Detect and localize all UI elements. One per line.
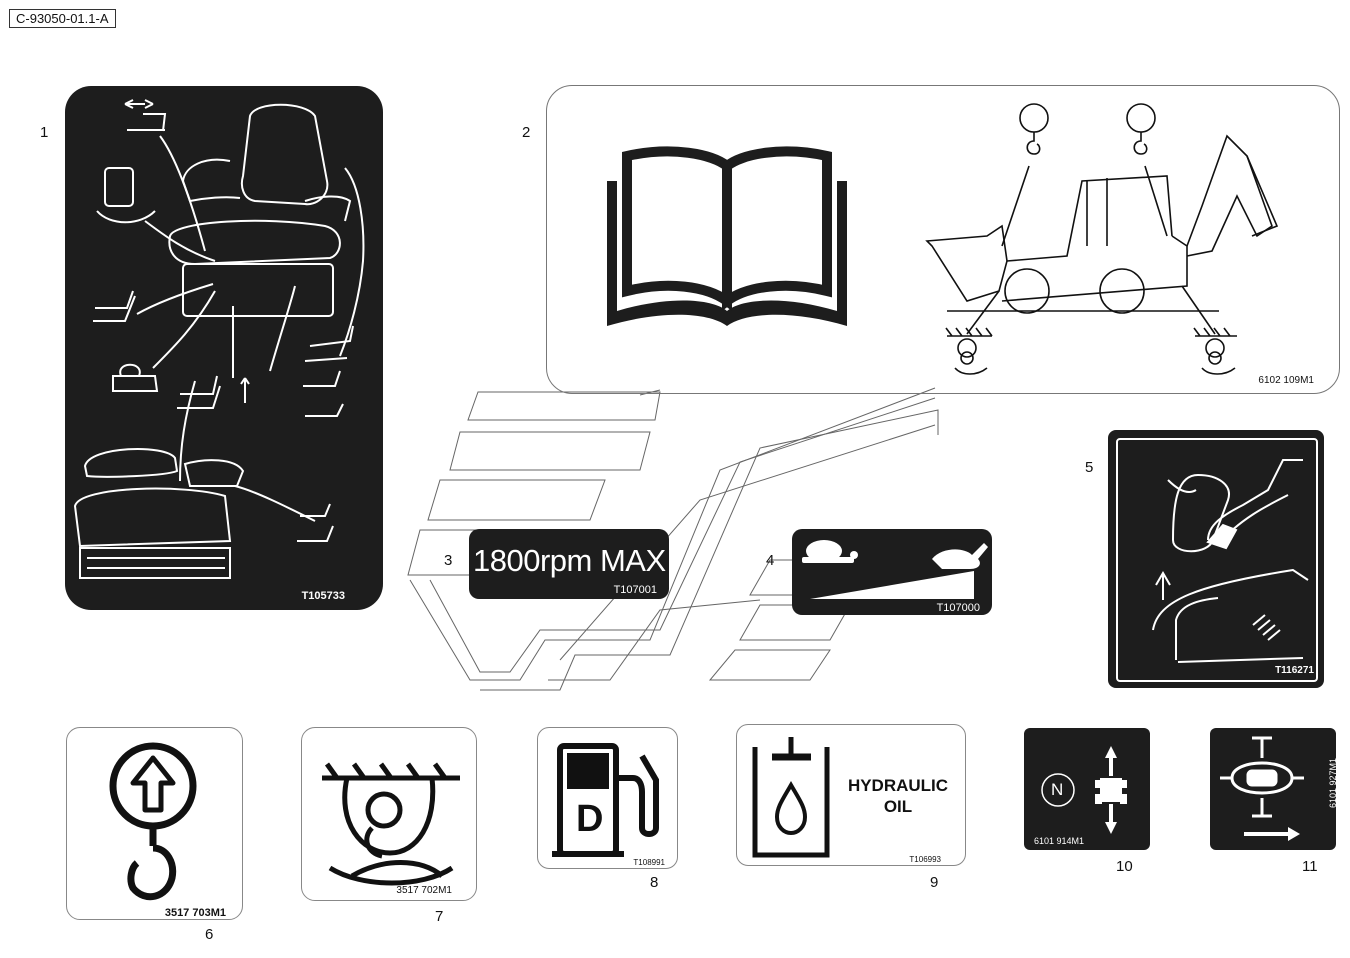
seat-icon <box>73 99 365 579</box>
turtle-icon <box>806 540 842 562</box>
hydraulic-decal-code: T106993 <box>909 855 941 864</box>
callout-4: 4 <box>766 552 775 569</box>
throttle-icons <box>802 540 988 599</box>
manual-decal-code: 6102 109M1 <box>1258 375 1314 386</box>
rabbit-icon <box>932 543 988 569</box>
arrow-right-icon <box>1244 827 1300 841</box>
hydraulic-line1: HYDRAULIC <box>847 776 949 795</box>
hydraulic-line2: OIL <box>883 797 913 816</box>
callout-5: 5 <box>1085 459 1094 476</box>
hood-latch-decal: T116271 <box>1108 430 1324 688</box>
lift-hook-icon <box>109 742 197 901</box>
callout-7: 7 <box>435 908 444 925</box>
seat-decal-code: T105733 <box>301 590 345 602</box>
hydraulic-tank-icon <box>752 737 830 858</box>
neutral-icons <box>1041 746 1127 834</box>
tractor-direction-icon <box>1095 746 1127 834</box>
backhoe-loader-icon <box>925 103 1279 375</box>
rpm-max-text: 1800rpm MAX <box>473 543 666 578</box>
neutral-circle-icon <box>1041 773 1075 807</box>
fuel-letter: D <box>576 798 604 840</box>
hood-icon <box>1152 459 1309 663</box>
hood-decal-code: T116271 <box>1275 665 1314 676</box>
callout-1: 1 <box>40 124 49 141</box>
diff-lock-icons <box>1220 736 1304 841</box>
book-icon <box>607 103 1279 375</box>
neutral-decal-code: 6101 914M1 <box>1034 836 1085 846</box>
neutral-decal: N 6101 914M1 <box>1024 728 1150 850</box>
callout-2: 2 <box>522 124 531 141</box>
throttle-decal: T107000 <box>792 529 992 615</box>
diesel-fuel-decal: D T108991 <box>537 727 678 869</box>
callout-6: 6 <box>205 926 214 943</box>
rpm-max-decal: 1800rpm MAX T107001 <box>469 529 669 599</box>
drawing-reference: C-93050-01.1-A <box>9 9 116 28</box>
neutral-letter: N <box>1051 780 1064 799</box>
diff-lock-decal-code: 6101 927M1 <box>1327 757 1338 809</box>
hydraulic-label: HYDRAULIC OIL <box>838 775 958 817</box>
callout-11: 11 <box>1302 858 1318 875</box>
callout-9: 9 <box>930 874 939 891</box>
tie-down-icon <box>322 762 460 886</box>
callout-3: 3 <box>444 552 453 569</box>
differential-icon <box>1220 736 1304 818</box>
diff-lock-decal: 6101 927M1 <box>1210 728 1338 850</box>
seat-adjustment-decal: T105733 <box>65 86 383 610</box>
tie-down-decal: 3517 702M1 <box>301 727 477 901</box>
lift-point-decal: 3517 703M1 <box>66 727 243 920</box>
manual-lifting-decal: 6102 109M1 <box>546 85 1340 394</box>
throttle-decal-code: T107000 <box>936 602 980 614</box>
callout-8: 8 <box>650 874 659 891</box>
rpm-decal-code: T107001 <box>613 584 657 596</box>
fuel-decal-code: T108991 <box>633 858 665 867</box>
callout-10: 10 <box>1116 858 1133 875</box>
hydraulic-oil-decal: HYDRAULIC OIL T106993 <box>736 724 966 866</box>
tie-down-code: 3517 702M1 <box>396 885 452 896</box>
lift-point-code: 3517 703M1 <box>164 907 226 919</box>
fuel-pump-icon <box>552 743 659 857</box>
